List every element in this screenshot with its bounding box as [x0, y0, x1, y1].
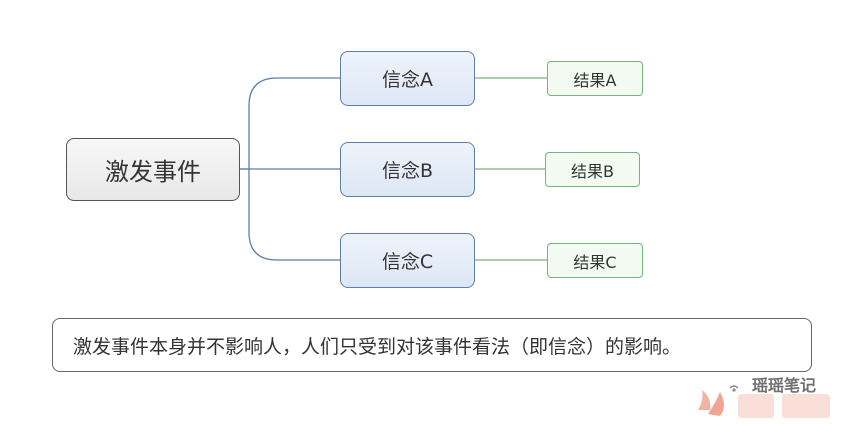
belief-node-label: 信念A	[382, 69, 433, 91]
result-node-a[interactable]: 结果A	[547, 61, 643, 96]
result-node-label: 结果A	[573, 70, 617, 90]
root-node[interactable]: 激发事件	[66, 138, 240, 201]
belief-node-label: 信念C	[381, 251, 434, 273]
explanation-note-text: 激发事件本身并不影响人，人们只受到对该事件看法（即信念）的影响。	[73, 335, 682, 358]
watermark-text: 瑶瑶笔记	[752, 376, 817, 395]
root-node-label: 激发事件	[105, 158, 201, 186]
belief-node-a[interactable]: 信念A	[340, 51, 475, 106]
belief-node-c[interactable]: 信念C	[340, 233, 475, 288]
root-to-belief-c-link	[248, 169, 340, 261]
belief-node-label: 信念B	[381, 160, 434, 182]
result-node-c[interactable]: 结果C	[547, 243, 643, 278]
root-to-belief-a-link	[240, 77, 340, 170]
explanation-note: 激发事件本身并不影响人，人们只受到对该事件看法（即信念）的影响。	[52, 318, 812, 372]
belief-node-b[interactable]: 信念B	[340, 142, 475, 197]
result-node-b[interactable]: 结果B	[545, 152, 640, 187]
result-node-label: 结果C	[573, 252, 617, 272]
result-node-label: 结果B	[571, 161, 614, 181]
fire-logo-icon	[698, 385, 830, 418]
